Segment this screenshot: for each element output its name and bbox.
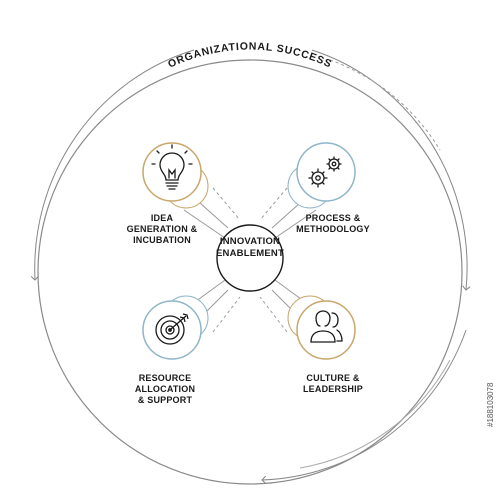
process-label: PROCESS & METHODOLOGY [283,213,383,235]
stock-id-watermark: #188103078 [486,382,495,428]
resource-circle [142,300,202,360]
bottom-orbit-line [299,359,451,469]
center-label-line2: ENABLEMENT [216,248,284,259]
node-culture [287,295,356,360]
target-icon [155,313,189,345]
dashed-connectors [212,187,288,333]
culture-label-line1: CULTURE & [306,373,360,383]
idea-label: IDEA GENERATION & INCUBATION [112,213,212,246]
center-circle [216,224,284,292]
node-resource [142,295,209,360]
culture-label: CULTURE & LEADERSHIP [283,373,383,395]
lightbulb-icon [151,144,193,190]
bottom-orbit-arrow [262,329,467,480]
center-label: INNOVATION ENABLEMENT [200,236,300,260]
idea-circle [142,142,202,202]
right-orbit-dashes [329,59,441,151]
process-label-line2: METHODOLOGY [296,224,370,234]
node-idea [142,142,209,209]
title-text: ORGANIZATIONAL SUCCESS [166,41,334,71]
culture-label-line2: LEADERSHIP [302,384,363,394]
outer-ring [37,59,463,485]
process-label-line1: PROCESS & [305,213,361,223]
idea-label-line1: IDEA [150,213,174,223]
right-orbit-arrow [311,49,467,290]
left-orbit-arrow [35,49,195,280]
people-icon [310,310,343,343]
resource-label-line2: & SUPPORT [137,395,193,405]
process-circle [296,142,356,202]
idea-label-line3: INCUBATION [133,235,191,245]
resource-label-line1: RESOURCE ALLOCATION [134,373,196,394]
center-label-line1: INNOVATION [219,236,281,247]
node-process [287,142,356,209]
idea-label-line2: GENERATION & [126,224,198,234]
culture-circle [296,300,356,360]
gears-icon [308,156,342,188]
resource-label: RESOURCE ALLOCATION & SUPPORT [110,373,220,406]
